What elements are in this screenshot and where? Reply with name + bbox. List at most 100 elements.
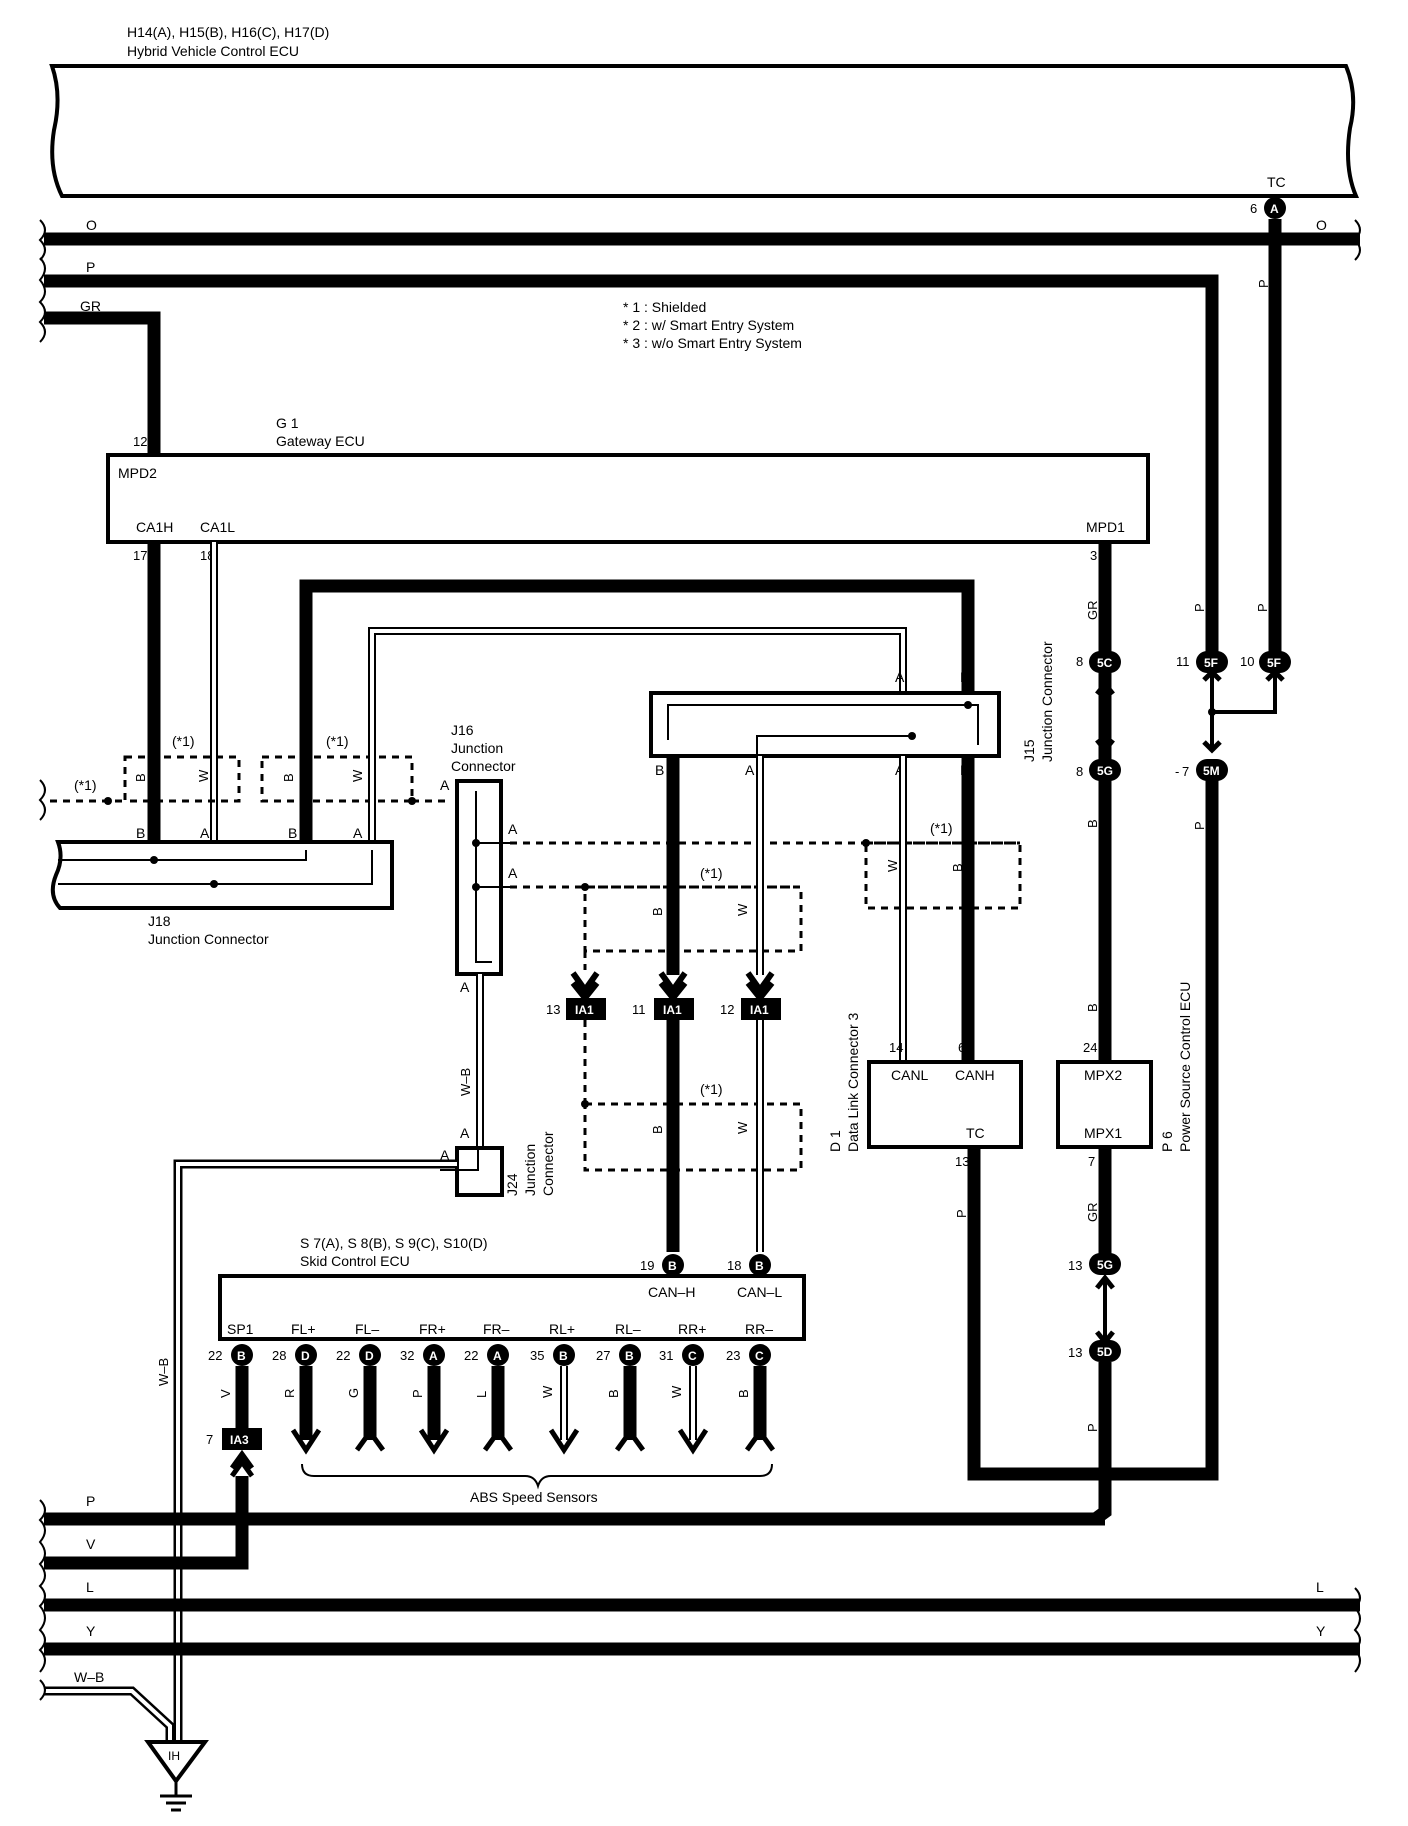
ia3-num: 7: [206, 1432, 213, 1447]
j18-b-loop-wire: [299, 579, 975, 850]
sensor-arrow-4: [482, 1427, 514, 1452]
shield-box-2: [260, 755, 414, 803]
shield5-w: W: [735, 1121, 750, 1134]
hv-ecu-ref: H14(A), H15(B), H16(C), H17(D): [127, 24, 329, 40]
wire-wb-bottom: W–B: [74, 1669, 104, 1685]
shield5-b: B: [650, 1125, 665, 1134]
shield-w1: W: [196, 769, 211, 782]
psc-mpx2-num: 24: [1083, 1040, 1097, 1055]
bus-o-wire: [38, 219, 1361, 261]
c5d-connector: [1089, 1340, 1121, 1362]
gateway-mpd1-num: 3: [1090, 548, 1097, 563]
wire-o-right: O: [1316, 217, 1327, 233]
gateway-ca1h-num: 17: [133, 548, 147, 563]
skid-pin-5-num: 35: [530, 1348, 544, 1363]
c5f-a-num: 11: [1176, 654, 1190, 669]
j24-name1: Junction: [522, 1144, 538, 1196]
svg-text:-: -: [1175, 764, 1179, 779]
c5m-connector: [1196, 759, 1228, 781]
dlc-canh-num: 6: [958, 1040, 965, 1055]
skid-pin-7-num: 31: [659, 1348, 673, 1363]
c5d-num: 13: [1068, 1345, 1082, 1360]
skid-pin-3-connector: [423, 1344, 445, 1366]
wire-p-top: P: [86, 259, 95, 275]
shield-label-3: (*1): [74, 777, 97, 793]
sensor-arrow-8: [744, 1427, 776, 1452]
sensor-arrow-3: [418, 1428, 450, 1455]
ground-wire-label: W–B: [156, 1358, 171, 1386]
shield-label-6: (*1): [700, 1081, 723, 1097]
sensor-wire-4-label: L: [474, 1391, 489, 1398]
hv-ecu-box: [49, 64, 1360, 198]
skid-pin-1-num: 28: [272, 1348, 286, 1363]
dlc-ref: D 1: [827, 1130, 843, 1152]
dlc-box: [867, 1060, 1023, 1149]
svg-text:5D: 5D: [1097, 1345, 1113, 1359]
skid-pin-7-conn-letter: C: [688, 1349, 697, 1363]
shield3-b: B: [650, 907, 665, 916]
j24-box: [455, 1146, 504, 1197]
skid-pin-3-num: 32: [400, 1348, 414, 1363]
svg-text:IA1: IA1: [750, 1003, 769, 1017]
skid-pin-4-num: 22: [464, 1348, 478, 1363]
svg-text:5C: 5C: [1097, 656, 1113, 670]
psc-wire-label-b2: B: [1085, 1003, 1100, 1012]
abs-sensor-brace: [301, 1463, 773, 1490]
skid-pin-6-label: RL–: [615, 1321, 641, 1337]
skid-canl-connector: [749, 1254, 771, 1276]
ia1-connector-c: IA1: [741, 971, 781, 1020]
psc-mpx2: MPX2: [1084, 1067, 1122, 1083]
dlc-canh: CANH: [955, 1067, 995, 1083]
skid-pin-0-conn-letter: B: [237, 1349, 246, 1363]
j16-name2: Connector: [451, 758, 516, 774]
mpx1-wire-label: GR: [1085, 1203, 1100, 1223]
dlc-tc: TC: [966, 1125, 985, 1141]
skid-pin-2-num: 22: [336, 1348, 350, 1363]
c5c-connector: [1089, 651, 1121, 673]
skid-pin-1-label: FL+: [291, 1321, 316, 1337]
shield-label-5: (*1): [930, 820, 953, 836]
skid-pin-8-conn-letter: C: [755, 1349, 764, 1363]
bus-gr-wire: [44, 311, 161, 455]
skid-pin-6-connector: [619, 1344, 641, 1366]
svg-text:IA3: IA3: [230, 1433, 249, 1447]
j16-j24-wire-label: W–B: [458, 1068, 473, 1096]
mpd1-wire-label-gr: GR: [1085, 601, 1100, 621]
skid-pin-2-connector: [359, 1344, 381, 1366]
shield-label-1: (*1): [172, 733, 195, 749]
j18-box: [50, 840, 394, 910]
j16-pin-a2: A: [508, 865, 518, 881]
note-2: * 2 : w/ Smart Entry System: [623, 317, 794, 333]
skid-pin-3-label: FR+: [419, 1321, 446, 1337]
gateway-ca1l: CA1L: [200, 519, 235, 535]
skid-pin-4-label: FR–: [483, 1321, 510, 1337]
ih-ground-label: IH: [168, 1749, 180, 1763]
skid-pin-4-connector: [487, 1344, 509, 1366]
skid-pin-7-label: RR+: [678, 1321, 706, 1337]
sp1-wire-label: V: [218, 1389, 233, 1398]
skid-pin-8-label: RR–: [745, 1321, 773, 1337]
j18-ref: J18: [148, 913, 171, 929]
psc-ref: P 6: [1159, 1131, 1175, 1152]
sensor-wire-3-label: P: [410, 1389, 425, 1398]
skid-pin-7-connector: [682, 1344, 704, 1366]
dlc-canl: CANL: [891, 1067, 929, 1083]
ia1-c-num: 12: [720, 1002, 734, 1017]
skid-pin-0-num: 22: [208, 1348, 222, 1363]
shield-b2: B: [281, 773, 296, 782]
skid-ecu-box: [218, 1274, 806, 1341]
skid-canl-num: 18: [727, 1258, 741, 1273]
j18-pin-a2: A: [353, 825, 363, 841]
ia1-a-num: 13: [546, 1002, 560, 1017]
skid-pin-2-conn-letter: D: [365, 1349, 374, 1363]
dlc-tc-wire: [967, 770, 1219, 1481]
c5g-top-num: 8: [1076, 764, 1083, 779]
j24-ref: J24: [504, 1173, 520, 1196]
sensor-wire-6-label: B: [606, 1389, 621, 1398]
wire-gr-top: GR: [80, 298, 101, 314]
j16-name1: Junction: [451, 740, 503, 756]
shield4-b: B: [950, 863, 965, 872]
dlc-tc-num: 13: [955, 1154, 969, 1169]
svg-text:5F: 5F: [1267, 656, 1281, 670]
